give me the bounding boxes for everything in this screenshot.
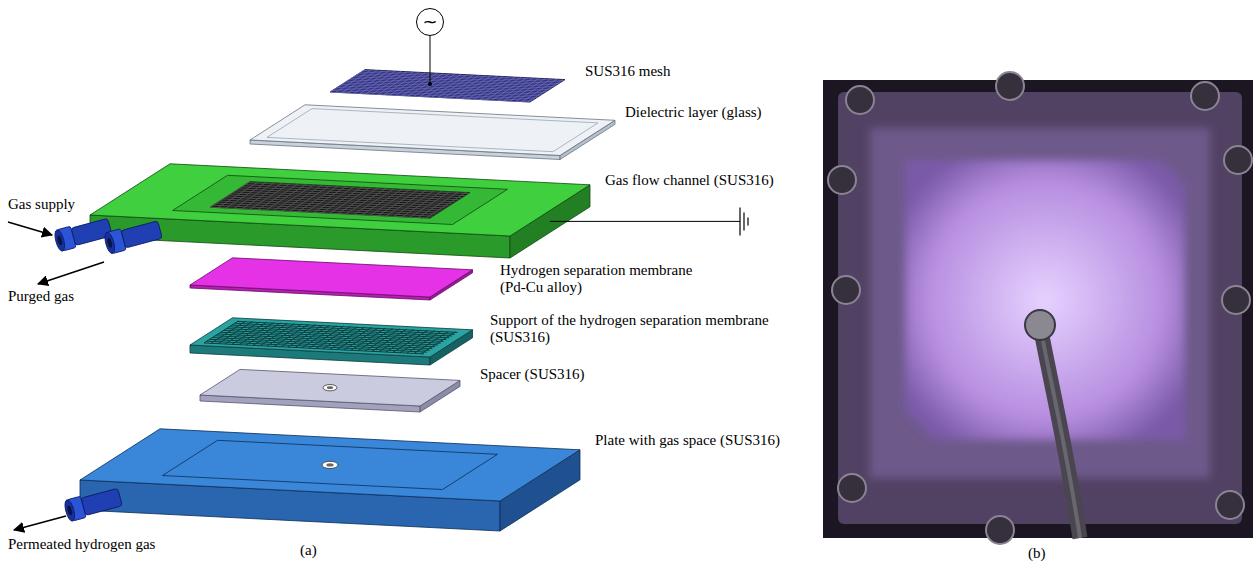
grid-line [223,199,443,210]
discharge-stripe [918,412,1172,416]
plasma-photo [823,72,1253,544]
discharge-stripe [918,239,1172,243]
discharge-stripe [918,228,1172,232]
grid-line [232,193,452,204]
plate-top [80,429,580,501]
ac-source: ~ [416,8,444,36]
part-label: Gas supply [8,196,75,213]
channel-frame [173,175,508,224]
bolt [1224,146,1252,174]
flow-arrow [8,222,52,235]
ground-symbol [739,207,740,235]
part-label: Spacer (SUS316) [480,366,585,383]
discharge-stripe [918,182,1172,186]
grid-line [235,323,455,334]
plate-top [190,258,473,297]
flow-arrow [14,516,66,530]
cable [1040,325,1080,538]
grid-line [210,207,430,218]
grid-line [220,201,440,212]
plate-top [200,369,460,406]
discharge-stripe [918,423,1172,427]
discharge-stripe [918,170,1172,174]
bolt [1222,286,1250,314]
discharge-stripe [918,274,1172,278]
ground-symbol [743,212,744,230]
discharge-stripe [918,297,1172,301]
flow-channel [210,182,470,219]
grid-line [242,187,462,198]
ground-symbol [747,217,748,225]
grid-line [213,205,433,216]
part-label: Dielectric layer (glass) [625,104,762,121]
bolt [1191,82,1219,110]
plate-top [190,318,473,357]
discharge-stripe [918,216,1172,220]
discharge-stripe [918,251,1172,255]
bolt [1216,491,1244,519]
discharge-stripe [918,193,1172,197]
bolt [838,474,866,502]
source-symbol: ~ [422,13,437,31]
hole [323,385,337,391]
gas-fitting [53,216,113,252]
part-label: Hydrogen separation membrane (Pd-Cu allo… [500,262,718,296]
grid-line [226,197,446,208]
grid-line [229,195,449,206]
bolt [846,86,874,114]
grid-line [216,203,436,214]
grid-line [238,321,458,332]
hole-core [327,386,333,389]
grid-line [248,183,468,194]
gas-fitting [103,219,163,255]
grid-line [364,70,564,80]
panel-letter: (a) [300,542,317,559]
ground-wire [550,221,740,222]
gas-fitting [63,486,123,522]
hole [322,461,338,468]
grid-line [361,72,561,82]
part-label: Support of the hydrogen separation membr… [490,312,795,346]
part-label: Gas flow channel (SUS316) [605,172,774,189]
bolt [832,276,860,304]
bolt [996,72,1024,100]
part-label: SUS316 mesh [585,63,670,80]
grid-line [239,189,459,200]
grid-line [245,185,465,196]
plate-top [90,164,590,236]
discharge-stripe [918,262,1172,266]
wire-contact [428,82,432,86]
discharge-stripe [918,389,1172,393]
part-label: Plate with gas space (SUS316) [595,432,780,449]
plate-top [330,70,565,102]
discharge-stripe [918,400,1172,404]
grid-line [236,191,456,202]
plate-top [250,105,615,156]
discharge-stripe [918,205,1172,209]
panel-letter: (b) [1028,545,1046,562]
bolt [986,516,1014,544]
glass-edge [267,109,598,152]
part-label: Permeated hydrogen gas [8,536,155,553]
discharge-stripe [918,285,1172,289]
gas-space-outline [163,440,498,489]
bolt [828,166,856,194]
part-label: Purged gas [8,288,74,305]
grid-line [210,182,250,208]
hole-core [326,463,333,466]
power-wire [430,36,431,84]
flow-arrow [38,262,104,284]
